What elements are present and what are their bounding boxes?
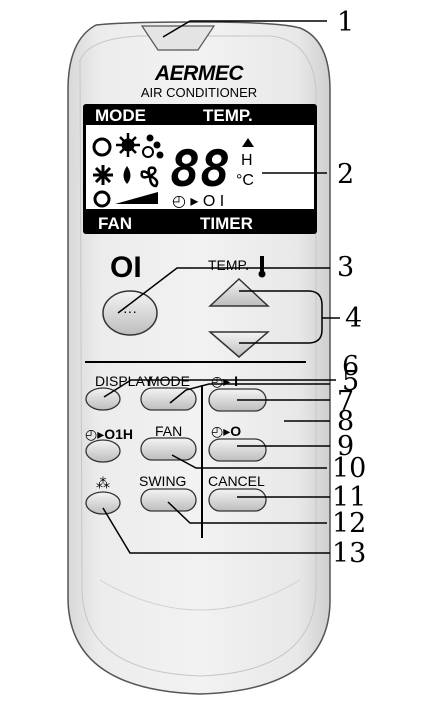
- callout-13: 13: [332, 538, 366, 569]
- sleep-1h-label: ◴▸O1H: [85, 426, 133, 442]
- lcd-unit-c: °C: [236, 172, 254, 189]
- ir-window: [140, 25, 216, 51]
- cancel-label: CANCEL: [208, 473, 265, 489]
- timer-on-label: ◴▸ I: [211, 373, 238, 389]
- leader-10: [171, 454, 327, 469]
- callout-8: 8: [337, 406, 354, 437]
- lcd-unit-h: H: [241, 152, 253, 169]
- callout-3: 3: [337, 252, 354, 283]
- fan-button[interactable]: [140, 437, 197, 461]
- swing-label: SWING: [139, 473, 186, 489]
- sleep-1h-button[interactable]: [85, 439, 121, 463]
- power-label: OI: [110, 251, 142, 284]
- display-button[interactable]: [85, 387, 121, 411]
- callout-2: 2: [337, 159, 354, 190]
- temp-down-button[interactable]: [207, 331, 271, 358]
- temp-up-button[interactable]: [208, 277, 270, 307]
- lcd-fan-label: FAN: [98, 214, 132, 233]
- timer-off-label: ◴▸O: [211, 423, 241, 439]
- callout-6: 6: [342, 351, 359, 382]
- power-button[interactable]: [102, 290, 158, 336]
- dry-button[interactable]: [85, 491, 121, 515]
- cool-snowflake-icon: [93, 165, 113, 185]
- callout-9: 9: [337, 431, 354, 462]
- callout-12: 12: [332, 508, 366, 539]
- lcd-timer-label: TIMER: [200, 214, 253, 233]
- thermometer-icon: [258, 256, 266, 278]
- auto-mode-icon: [92, 137, 112, 157]
- callout-7: 7: [337, 386, 354, 417]
- leader-3: [117, 267, 330, 314]
- dry-label: ⁂: [96, 475, 110, 491]
- callout-4: 4: [345, 303, 362, 334]
- fan-speed-icon: [93, 190, 111, 208]
- mode-button[interactable]: [140, 387, 197, 411]
- brand-subtitle: AIR CONDITIONER: [141, 85, 257, 100]
- swing-button[interactable]: [140, 488, 197, 512]
- remote-inner-edge: [79, 35, 317, 677]
- lcd-temp-label: TEMP.: [203, 106, 253, 125]
- lcd-mode-icons: [92, 133, 164, 208]
- dry-drops-icon: [142, 134, 164, 159]
- cancel-button[interactable]: [208, 488, 267, 512]
- brand-logo: AERMEC: [154, 62, 244, 85]
- remote-bottom-bulge: [99, 579, 301, 611]
- leader-6: [169, 383, 330, 404]
- lcd-timer-glyphs: ◴ ▸ O I: [172, 193, 224, 210]
- leader-5: [103, 379, 336, 398]
- timer-off-button[interactable]: [208, 438, 267, 462]
- callout-10: 10: [332, 453, 366, 484]
- leader-1: [162, 20, 327, 38]
- leader-12: [167, 501, 327, 524]
- display-label: DISPLAY: [95, 373, 154, 389]
- leader-lines: [102, 20, 340, 554]
- temp-key-label: TEMP.: [208, 257, 249, 273]
- callout-11: 11: [332, 482, 366, 513]
- callout-5: 5: [342, 366, 359, 397]
- lcd-mode-label: MODE: [95, 106, 146, 125]
- fan-speed-bar: [115, 192, 158, 204]
- callout-1: 1: [337, 7, 354, 38]
- lcd-screen: [86, 125, 314, 209]
- drop-icon: [123, 166, 131, 184]
- power-button-dots: ···: [123, 303, 137, 319]
- sun-heat-icon: [116, 133, 140, 157]
- leader-13: [102, 507, 330, 554]
- lcd-up-arrow-icon: [242, 138, 254, 147]
- lcd-temperature-digits: 88: [170, 140, 230, 198]
- mode-label: MODE: [148, 373, 190, 389]
- fan-label: FAN: [155, 423, 182, 439]
- fan-mode-icon: [140, 166, 159, 188]
